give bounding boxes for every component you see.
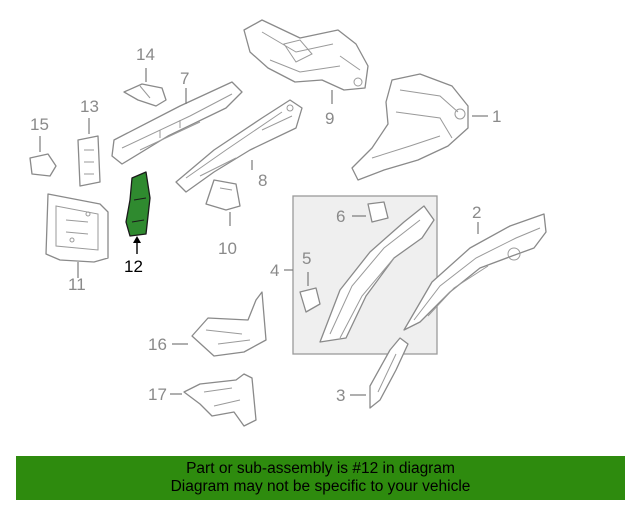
part-1-wheelhouse-upper[interactable] xyxy=(351,73,469,181)
part-8-frame-extension[interactable] xyxy=(175,99,303,193)
part-3-extension[interactable] xyxy=(369,337,409,409)
part-9-rear-frame[interactable] xyxy=(243,19,369,91)
callout-15: 15 xyxy=(30,115,49,134)
callout-17: 17 xyxy=(148,385,167,404)
callout-1: 1 xyxy=(492,107,501,126)
banner-line-1: Part or sub-assembly is #12 in diagram xyxy=(186,460,455,477)
callout-13: 13 xyxy=(80,97,99,116)
callout-6: 6 xyxy=(336,207,345,226)
callout-5: 5 xyxy=(302,249,311,268)
callout-3: 3 xyxy=(336,386,345,405)
part-13-bracket[interactable] xyxy=(77,135,101,187)
part-12-highlighted[interactable] xyxy=(125,171,151,237)
part-7-frame-rail[interactable] xyxy=(111,81,243,165)
info-banner: Part or sub-assembly is #12 in diagram D… xyxy=(16,456,625,500)
part-2-wheelhouse-outer[interactable] xyxy=(403,213,547,331)
part-5-bracket[interactable] xyxy=(299,287,321,313)
banner-line-2: Diagram may not be specific to your vehi… xyxy=(170,478,471,495)
callout-2: 2 xyxy=(472,203,481,222)
callout-16: 16 xyxy=(148,335,167,354)
part-11-panel[interactable] xyxy=(45,193,109,263)
part-17-bracket[interactable] xyxy=(183,373,257,427)
callout-10: 10 xyxy=(218,239,237,258)
parts-diagram: 9 1 14 7 8 13 15 xyxy=(29,19,547,427)
callout-14: 14 xyxy=(136,45,155,64)
part-16-bracket[interactable] xyxy=(191,291,267,357)
callout-9: 9 xyxy=(325,109,334,128)
part-15-bracket[interactable] xyxy=(29,153,57,177)
callout-4: 4 xyxy=(270,261,279,280)
callout-8: 8 xyxy=(258,171,267,190)
callout-7: 7 xyxy=(180,69,189,88)
part-14-bracket[interactable] xyxy=(123,83,167,107)
callout-11: 11 xyxy=(68,275,86,294)
part-10-bracket[interactable] xyxy=(205,179,241,211)
callout-12: 12 xyxy=(124,257,143,276)
part-6-clip[interactable] xyxy=(367,201,389,223)
part-4-inner-panel[interactable] xyxy=(319,205,435,343)
